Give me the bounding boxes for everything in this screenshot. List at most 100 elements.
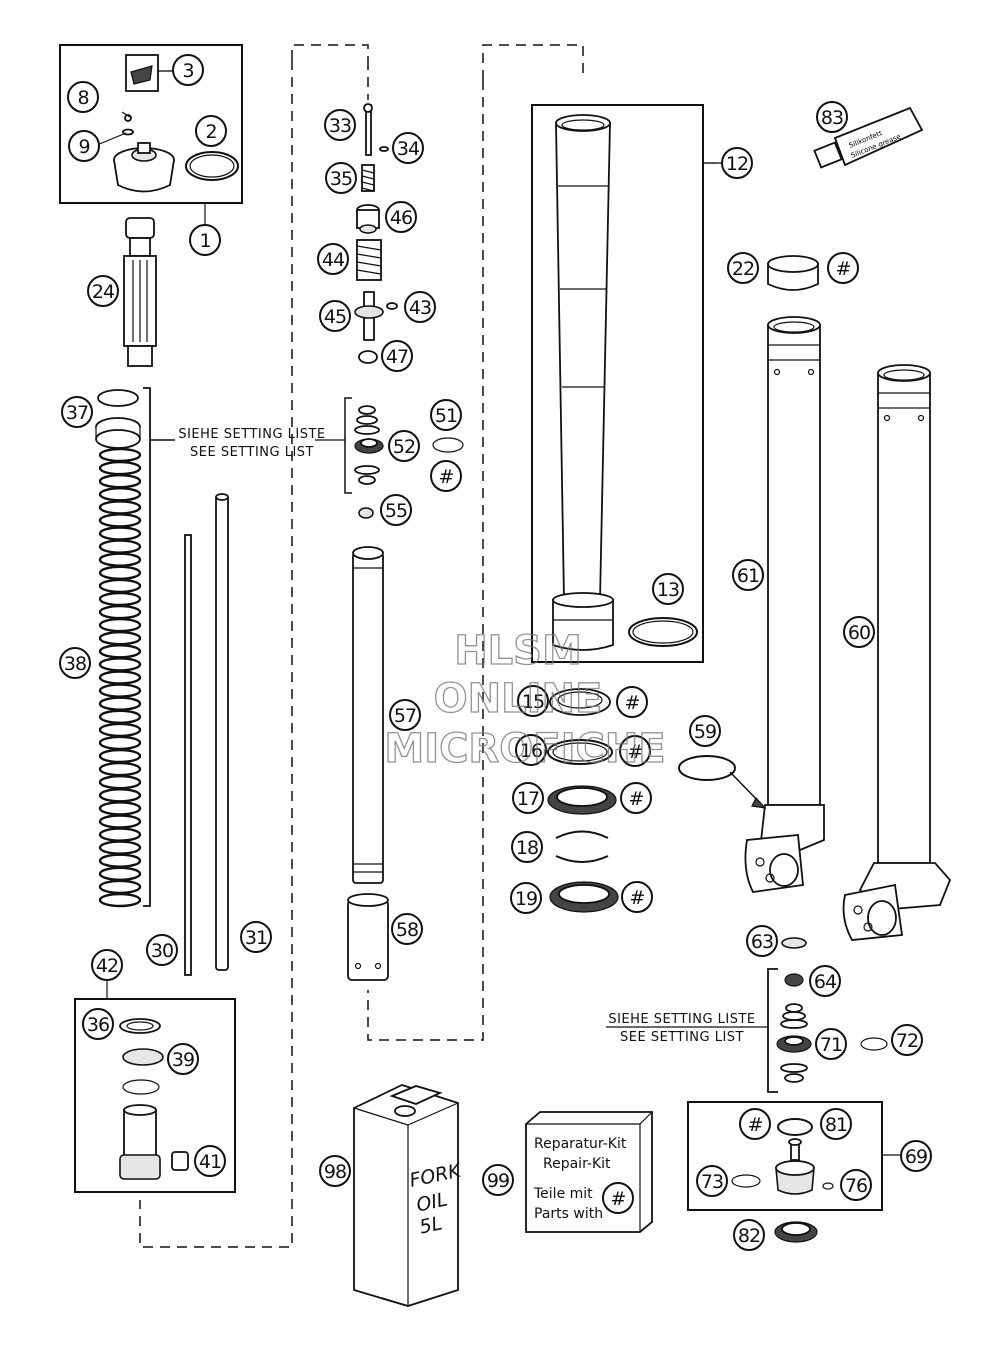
callout-71: 71 xyxy=(815,1028,847,1060)
spring-coil xyxy=(98,892,142,908)
callout-number: 22 xyxy=(732,258,754,280)
spring-coil xyxy=(98,578,142,594)
callout-52: 52 xyxy=(388,430,420,462)
callout-number: 17 xyxy=(517,788,539,810)
callout-number: 52 xyxy=(393,436,415,458)
callout-number: 82 xyxy=(738,1225,760,1247)
callout-hash: # xyxy=(602,1182,634,1214)
callout-number: 1 xyxy=(199,230,210,252)
callout-circle xyxy=(61,396,93,428)
callout-circle xyxy=(482,1164,514,1196)
callout-circle xyxy=(319,1155,351,1187)
spring-coil xyxy=(98,644,142,659)
callout-22: 22 xyxy=(727,252,759,284)
callout-circle xyxy=(816,101,848,133)
watermark-line2: ONLINE xyxy=(434,676,603,722)
part-60-fork-leg xyxy=(842,364,952,941)
callout-circle xyxy=(388,430,420,462)
callout-circle xyxy=(820,1108,852,1140)
callout-19: 19 xyxy=(510,882,542,914)
spring-coil xyxy=(98,748,142,764)
callout-36: 36 xyxy=(82,1008,114,1040)
callout-number: 34 xyxy=(397,138,420,160)
callout-circle xyxy=(194,1145,226,1177)
callout-45: 45 xyxy=(319,300,351,332)
watermark: HLSM ONLINE MICROFICHE xyxy=(384,627,667,772)
callout-13: 13 xyxy=(652,573,684,605)
callout-circle xyxy=(602,1182,634,1214)
callout-72: 72 xyxy=(891,1024,923,1056)
callout-number: 98 xyxy=(324,1161,346,1183)
callout-number: 43 xyxy=(409,297,431,319)
callout-51: 51 xyxy=(430,399,462,431)
callout-number: 19 xyxy=(515,888,537,910)
callout-number: 81 xyxy=(825,1114,847,1136)
callout-number: 73 xyxy=(701,1171,723,1193)
spring-coil xyxy=(98,604,142,620)
callout-number: 57 xyxy=(394,705,416,727)
callout-73: 73 xyxy=(696,1165,728,1197)
callout-82: 82 xyxy=(733,1219,765,1251)
callout-number: 13 xyxy=(657,579,679,601)
callout-circle xyxy=(739,1108,771,1140)
callout-number: 24 xyxy=(92,281,115,303)
callout-55: 55 xyxy=(380,494,412,526)
callout-number: # xyxy=(836,258,851,280)
callout-circle xyxy=(317,243,349,275)
callout-circle xyxy=(620,782,652,814)
spring-coil xyxy=(98,814,142,829)
callout-30: 30 xyxy=(146,934,178,966)
callout-58: 58 xyxy=(391,913,423,945)
callout-circle xyxy=(324,109,356,141)
callout-circle xyxy=(827,252,859,284)
compression-adjuster-group xyxy=(606,937,900,1243)
callout-number: 18 xyxy=(516,837,538,859)
setting-note-lower-de: SIEHE SETTING LISTE xyxy=(608,1012,755,1027)
assembly-guide-lines xyxy=(139,44,584,1248)
callout-83: 83 xyxy=(816,101,848,133)
callout-circle xyxy=(391,913,423,945)
callout-46: 46 xyxy=(385,201,417,233)
spring-coil xyxy=(98,866,142,881)
part-12-box xyxy=(531,104,722,663)
part-61-fork-leg xyxy=(729,316,825,893)
spring-coil xyxy=(98,853,142,868)
callout-number: 12 xyxy=(726,153,748,175)
spring-coil xyxy=(98,526,142,541)
callout-39: 39 xyxy=(167,1043,199,1075)
callout-number: # xyxy=(625,692,640,714)
callout-circle xyxy=(616,686,648,718)
spring-coil xyxy=(98,565,142,580)
callout-number: 63 xyxy=(751,931,773,953)
callout-number: 35 xyxy=(330,168,352,190)
callout-labels: 1238912131516171819222430313334353637383… xyxy=(59,54,932,1251)
callout-64: 64 xyxy=(809,965,841,997)
spring-coil xyxy=(98,487,142,502)
callout-47: 47 xyxy=(381,340,413,372)
spring-38 xyxy=(98,447,142,908)
callout-18: 18 xyxy=(511,831,543,863)
callout-circle xyxy=(385,201,417,233)
callout-number: 8 xyxy=(77,87,88,109)
spring-coil xyxy=(98,513,142,528)
spring-group xyxy=(95,387,175,908)
callout-8: 8 xyxy=(67,81,99,113)
callout-38: 38 xyxy=(59,647,91,679)
rods xyxy=(184,493,229,976)
setting-note-upper-en: SEE SETTING LIST xyxy=(190,445,314,460)
callout-hash: # xyxy=(621,881,653,913)
callout-circle xyxy=(172,54,204,86)
callout-37: 37 xyxy=(61,396,93,428)
callout-circle xyxy=(696,1165,728,1197)
spring-coil xyxy=(98,840,142,855)
callout-number: 36 xyxy=(87,1014,109,1036)
callout-circle xyxy=(727,252,759,284)
spring-coil xyxy=(98,801,142,816)
spring-coil xyxy=(98,788,142,803)
part-42-box xyxy=(74,978,236,1193)
callout-number: 16 xyxy=(520,740,542,762)
spring-coil xyxy=(98,474,142,489)
callout-number: 31 xyxy=(245,927,267,949)
callout-number: 46 xyxy=(390,207,412,229)
